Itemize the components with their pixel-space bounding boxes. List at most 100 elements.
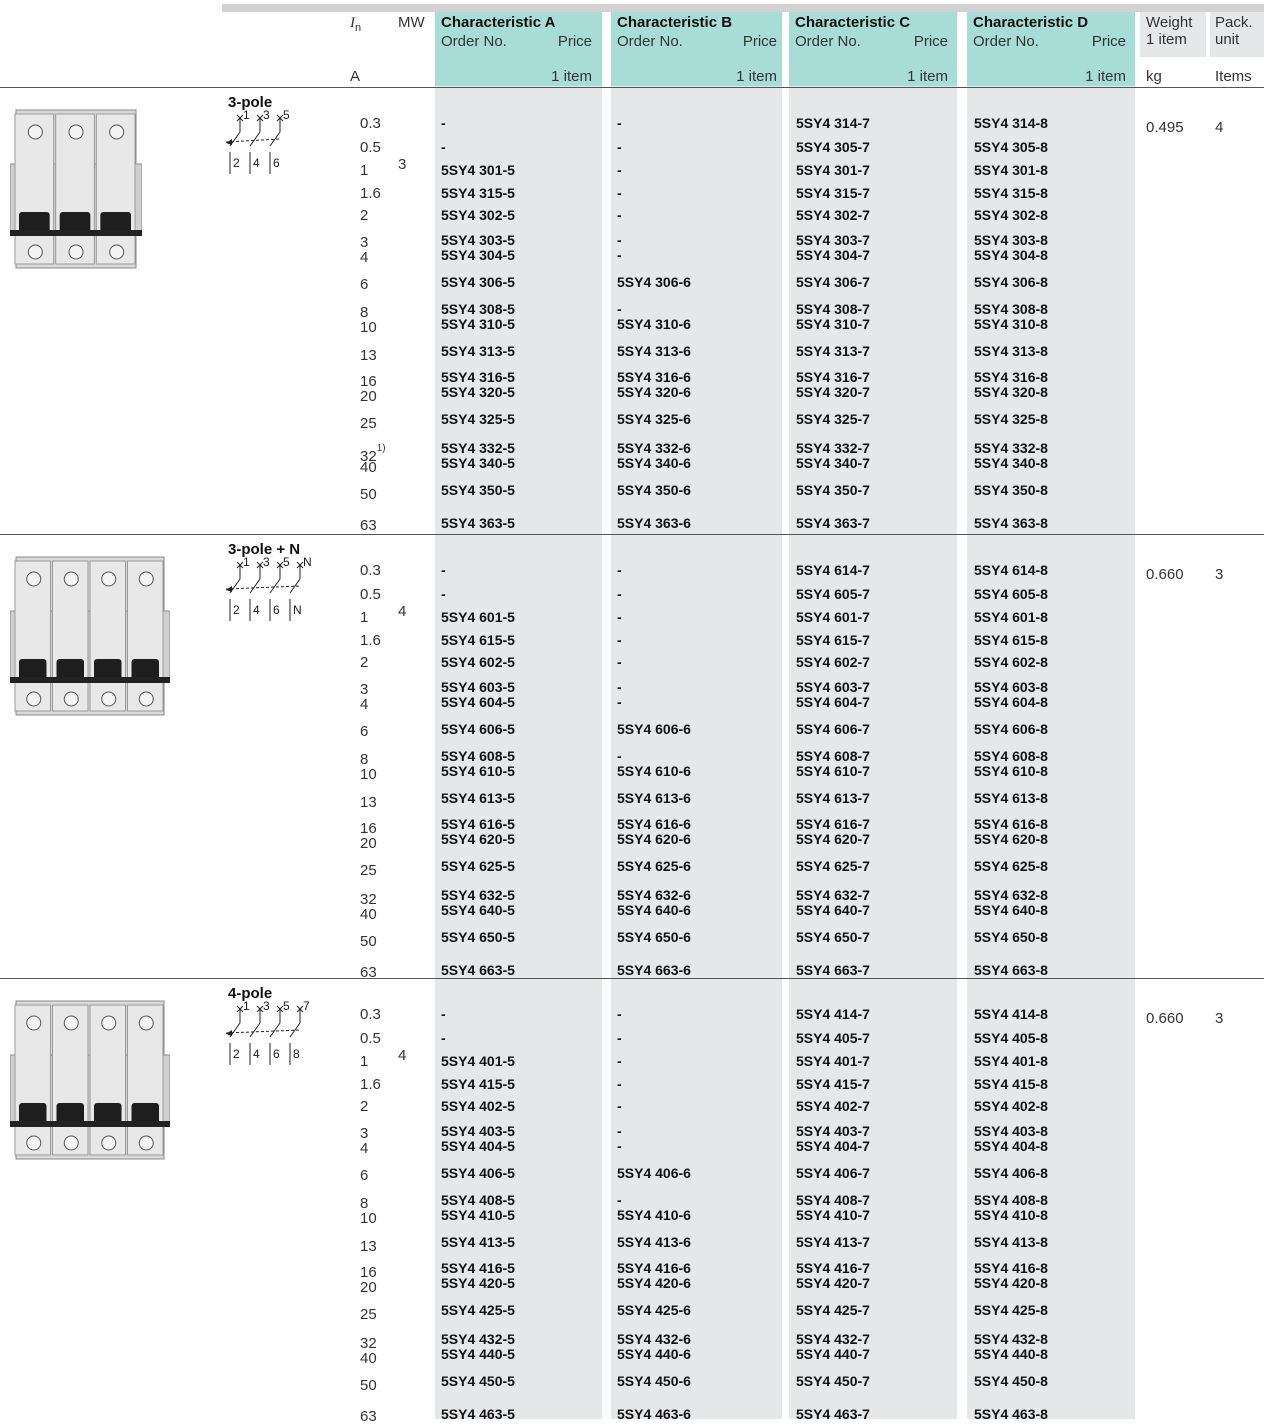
order-number-c: 5SY4 403-7 <box>796 1123 870 1139</box>
char-b-order-label: Order No. <box>617 33 683 50</box>
section-weight: 0.495 <box>1146 119 1184 136</box>
rated-current-value: 4 <box>360 249 369 266</box>
order-number-c: 5SY4 402-7 <box>796 1098 870 1114</box>
order-number-d: 5SY4 463-8 <box>974 1406 1048 1422</box>
rated-current-value: 4 <box>360 1140 369 1157</box>
order-number-b: - <box>617 1006 622 1022</box>
pack-header-bg <box>1210 12 1264 57</box>
rated-current: 63 <box>360 517 377 534</box>
char-a-title: Characteristic A <box>441 14 556 31</box>
rated-current-value: 25 <box>360 1306 377 1323</box>
rated-current-value: 20 <box>360 835 377 852</box>
weight-header: Weight 1 item <box>1146 14 1192 48</box>
order-number-a: 5SY4 632-5 <box>441 887 515 903</box>
order-number-c: 5SY4 640-7 <box>796 902 870 918</box>
rated-current-value: 3 <box>360 681 369 698</box>
rated-current-value: 0.5 <box>360 139 381 156</box>
rated-current: 20 <box>360 1279 377 1296</box>
rated-current-value: 20 <box>360 1279 377 1296</box>
order-number-a: 5SY4 620-5 <box>441 831 515 847</box>
order-number-b: 5SY4 420-6 <box>617 1275 691 1291</box>
order-number-a: 5SY4 450-5 <box>441 1373 515 1389</box>
order-number-a: 5SY4 410-5 <box>441 1207 515 1223</box>
rated-current: 1 <box>360 1054 368 1069</box>
order-number-b: - <box>617 162 622 178</box>
order-number-d: 5SY4 325-8 <box>974 411 1048 427</box>
order-number-d: 5SY4 316-8 <box>974 369 1048 385</box>
order-number-a: 5SY4 415-5 <box>441 1076 515 1092</box>
order-number-a: 5SY4 332-5 <box>441 440 515 456</box>
rated-current-value: 20 <box>360 388 377 405</box>
order-number-a: 5SY4 402-5 <box>441 1098 515 1114</box>
order-number-c: 5SY4 615-7 <box>796 632 870 648</box>
order-number-a: 5SY4 404-5 <box>441 1138 515 1154</box>
order-number-a: 5SY4 425-5 <box>441 1302 515 1318</box>
char-c-body-bg <box>789 86 957 1419</box>
order-number-a: 5SY4 413-5 <box>441 1234 515 1250</box>
rated-current-value: 40 <box>360 1350 377 1367</box>
order-number-d: 5SY4 604-8 <box>974 694 1048 710</box>
rated-current: 8 <box>360 1196 368 1211</box>
order-number-d: 5SY4 602-8 <box>974 654 1048 670</box>
char-d-title: Characteristic D <box>973 14 1089 31</box>
rated-current: 1 <box>360 163 368 178</box>
order-number-a: 5SY4 303-5 <box>441 232 515 248</box>
rated-current: 6 <box>360 277 368 292</box>
order-number-c: 5SY4 316-7 <box>796 369 870 385</box>
order-number-c: 5SY4 608-7 <box>796 748 870 764</box>
order-number-d: 5SY4 304-8 <box>974 247 1048 263</box>
order-number-c: 5SY4 420-7 <box>796 1275 870 1291</box>
order-number-a: 5SY4 302-5 <box>441 207 515 223</box>
rated-current: 0.5 <box>360 1031 381 1046</box>
order-number-b: - <box>617 301 622 317</box>
order-number-d: 5SY4 605-8 <box>974 586 1048 602</box>
order-number-c: 5SY4 325-7 <box>796 411 870 427</box>
rated-current: 0.3 <box>360 115 381 132</box>
rated-current-value: 63 <box>360 517 377 534</box>
rated-current: 25 <box>360 1306 377 1323</box>
order-number-a: 5SY4 604-5 <box>441 694 515 710</box>
rated-current-value: 0.3 <box>360 115 381 132</box>
char-d-price-label: Price <box>1091 33 1126 50</box>
order-number-b: 5SY4 616-6 <box>617 816 691 832</box>
order-number-d: 5SY4 614-8 <box>974 562 1048 578</box>
order-number-d: 5SY4 414-8 <box>974 1006 1048 1022</box>
rated-current-value: 13 <box>360 347 377 364</box>
order-number-a: 5SY4 363-5 <box>441 515 515 531</box>
order-number-d: 5SY4 401-8 <box>974 1053 1048 1069</box>
order-number-c: 5SY4 401-7 <box>796 1053 870 1069</box>
order-number-b: 5SY4 432-6 <box>617 1331 691 1347</box>
order-number-b: 5SY4 650-6 <box>617 929 691 945</box>
terminal-top-label: 5 <box>283 108 290 122</box>
rated-current-value: 40 <box>360 459 377 476</box>
order-number-b: - <box>617 562 622 578</box>
rated-current: 3 <box>360 681 369 698</box>
order-number-d: 5SY4 620-8 <box>974 831 1048 847</box>
section-mw: 4 <box>398 603 407 620</box>
order-number-b: 5SY4 340-6 <box>617 455 691 471</box>
rated-current: 0.3 <box>360 563 381 578</box>
rated-current: 13 <box>360 1239 377 1254</box>
rated-current: 25 <box>360 863 377 878</box>
order-number-d: 5SY4 450-8 <box>974 1373 1048 1389</box>
char-b-price-unit: 1 item <box>736 68 777 85</box>
rated-current: 1.6 <box>360 633 381 648</box>
rated-current: 1.6 <box>360 186 381 201</box>
char-d-body-bg <box>967 86 1135 1419</box>
rated-current: 0.3 <box>360 1007 381 1022</box>
order-number-d: 5SY4 663-8 <box>974 962 1048 978</box>
order-number-b: - <box>617 115 622 131</box>
terminal-top-label: 7 <box>303 999 310 1013</box>
in-symbol: I <box>350 15 355 31</box>
order-number-b: 5SY4 316-6 <box>617 369 691 385</box>
rated-current: 4 <box>360 1140 369 1157</box>
order-number-a: 5SY4 406-5 <box>441 1165 515 1181</box>
order-number-c: 5SY4 416-7 <box>796 1260 870 1276</box>
order-number-d: 5SY4 603-8 <box>974 679 1048 695</box>
section-title: 4-pole <box>228 985 273 1002</box>
order-number-d: 5SY4 303-8 <box>974 232 1048 248</box>
order-number-c: 5SY4 604-7 <box>796 694 870 710</box>
rated-current: 6 <box>360 1168 368 1183</box>
order-number-a: 5SY4 340-5 <box>441 455 515 471</box>
order-number-b: - <box>617 1123 622 1139</box>
